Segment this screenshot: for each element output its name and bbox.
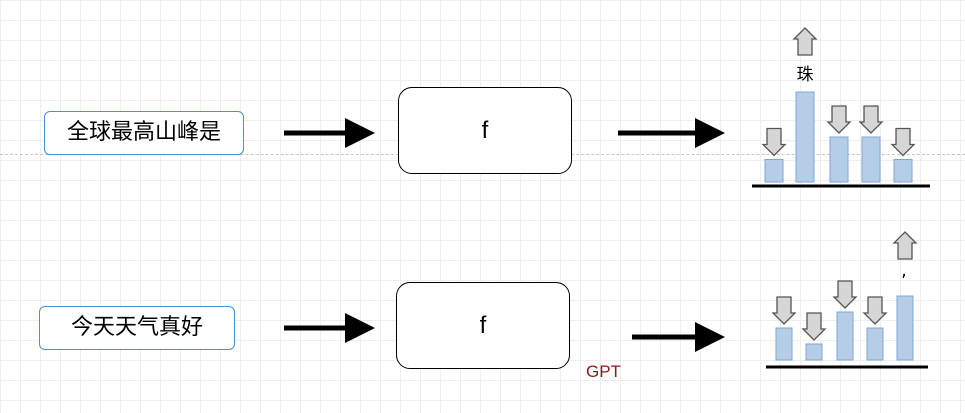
function-box-1: f xyxy=(398,87,572,174)
probability-chart-1 xyxy=(752,27,930,188)
input-text-box-1: 全球最高山峰是 xyxy=(44,111,244,155)
chart2-up-arrow-icon-5 xyxy=(892,231,918,260)
chart2-bar-5 xyxy=(896,295,914,361)
function-box-2: f xyxy=(396,282,570,369)
function-label-1: f xyxy=(481,116,489,144)
chart1-down-arrow-icon-3 xyxy=(826,105,852,134)
chart1-down-arrow-icon-5 xyxy=(890,127,916,157)
chart1-bar-4 xyxy=(861,136,881,183)
chart1-bar-1 xyxy=(764,159,784,183)
input-text-1: 全球最高山峰是 xyxy=(66,120,221,145)
chart2-down-arrow-icon-1 xyxy=(771,296,797,325)
top-token-label-1: 珠 xyxy=(797,65,814,85)
top-token-label-2: , xyxy=(901,261,906,281)
input-text-box-2: 今天天气真好 xyxy=(39,306,235,350)
chart1-up-arrow-icon-2 xyxy=(792,27,818,56)
chart1-bar-5 xyxy=(893,159,913,183)
chart1-down-arrow-icon-4 xyxy=(858,105,884,134)
chart2-down-arrow-icon-4 xyxy=(862,296,888,325)
chart1-bar-2 xyxy=(795,91,815,183)
chart2-bar-1 xyxy=(775,327,793,361)
chart2-bar-4 xyxy=(866,327,884,361)
chart2-down-arrow-icon-3 xyxy=(832,280,858,309)
function-label-2: f xyxy=(479,311,487,339)
chart2-bar-2 xyxy=(805,343,823,361)
chart2-down-arrow-icon-2 xyxy=(801,312,827,341)
input-text-2: 今天天气真好 xyxy=(70,315,203,340)
chart2-bar-3 xyxy=(836,311,854,361)
chart1-bar-3 xyxy=(829,136,849,183)
probability-chart-2 xyxy=(766,231,928,369)
model-label: GPT xyxy=(586,362,621,381)
chart1-down-arrow-icon-1 xyxy=(761,127,787,157)
